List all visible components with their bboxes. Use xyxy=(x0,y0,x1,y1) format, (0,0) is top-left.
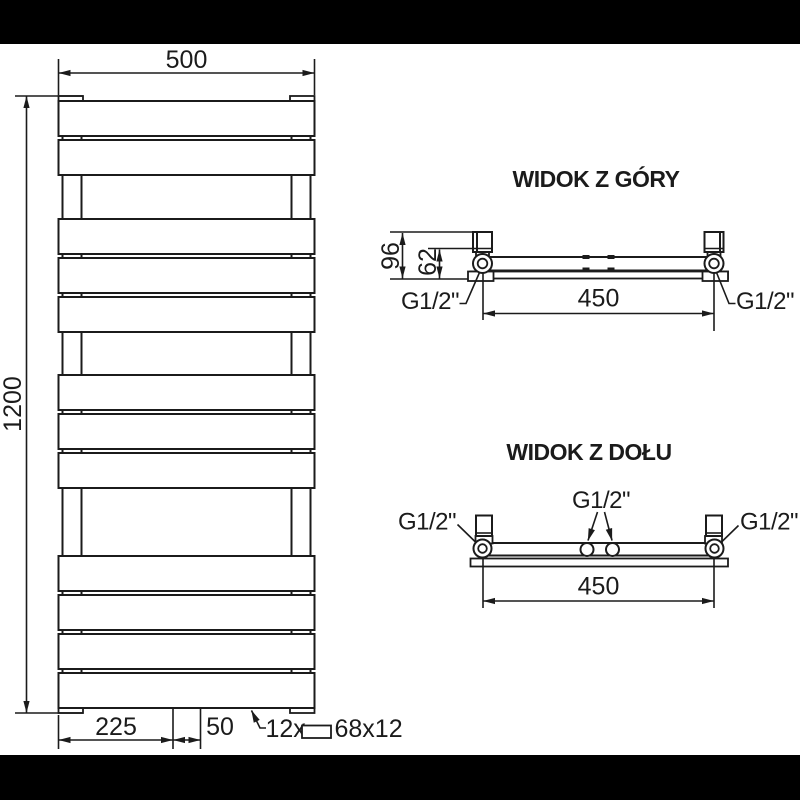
radiator-panel xyxy=(57,218,316,255)
profile-symbol-icon xyxy=(301,724,332,739)
top-valve-left xyxy=(472,231,493,274)
dimension-valve-depth-62: 62 xyxy=(414,247,473,279)
bottom-panel-edge xyxy=(469,557,729,568)
radiator-panel xyxy=(57,555,316,592)
radiator-panel xyxy=(57,374,316,411)
bottom-conn-labels: G1/2" G1/2" xyxy=(398,509,799,544)
dimension-bottom-connections: 225 50 xyxy=(57,708,234,749)
dimension-top-span-450: 450 xyxy=(482,272,715,331)
top-rail xyxy=(487,256,710,272)
top-view-title: WIDOK Z GÓRY xyxy=(513,165,680,192)
center-connection-port xyxy=(605,542,620,557)
radiator-panel xyxy=(57,452,316,489)
bottom-conn-center-label: G1/2" xyxy=(572,487,630,514)
bottom-valve-right xyxy=(704,514,725,559)
top-panel-edge xyxy=(469,270,729,280)
dim-conn-offset-label: 225 xyxy=(95,713,137,741)
radiator-panel xyxy=(57,139,316,176)
top-conn-left-label: G1/2" xyxy=(401,288,459,315)
dimension-bottom-span-450: 450 xyxy=(482,558,715,608)
bottom-conn-right-label: G1/2" xyxy=(740,509,798,536)
letterbox-top xyxy=(0,0,800,44)
center-conn-mark xyxy=(607,267,615,272)
bottom-view: WIDOK Z DOŁU G1/2" xyxy=(398,439,799,608)
profile-size-label: 68x12 xyxy=(335,715,403,743)
dim-top-span-label: 450 xyxy=(578,285,620,313)
radiator-panel xyxy=(57,672,316,709)
radiator-panel xyxy=(57,257,316,294)
radiator-panel xyxy=(57,413,316,450)
bottom-valve-left xyxy=(472,514,494,559)
dim-height-label: 1200 xyxy=(0,376,27,432)
center-conn-mark xyxy=(607,255,615,259)
dimension-height-1200: 1200 xyxy=(0,95,83,714)
radiator-panel xyxy=(57,100,316,137)
radiator-panel xyxy=(57,594,316,631)
letterbox-bottom xyxy=(0,755,800,800)
dim-conn-spacing-label: 50 xyxy=(206,713,234,741)
profile-callout: 12x 68x12 xyxy=(250,710,403,743)
radiator-panel xyxy=(57,633,316,670)
radiator-panels xyxy=(57,100,316,709)
top-valve-right xyxy=(703,231,725,274)
dim-depth-total-label: 96 xyxy=(377,242,405,270)
bottom-conn-center-callout: G1/2" xyxy=(572,487,631,541)
dim-bottom-span-label: 450 xyxy=(578,573,620,601)
top-view: WIDOK Z GÓRY xyxy=(377,165,795,331)
dimension-width-500: 500 xyxy=(57,46,316,95)
top-conn-labels: G1/2" G1/2" xyxy=(401,272,795,315)
dim-valve-depth-label: 62 xyxy=(414,248,442,276)
radiator-panel xyxy=(57,296,316,333)
bottom-rail xyxy=(487,542,710,557)
dimension-depth-96: 96 xyxy=(377,231,473,280)
front-view: 500 1200 225 50 12x xyxy=(0,46,403,749)
bottom-conn-left-label: G1/2" xyxy=(398,509,456,536)
top-conn-right-label: G1/2" xyxy=(736,288,794,315)
dim-width-label: 500 xyxy=(166,46,208,74)
profile-count-label: 12x xyxy=(266,715,307,743)
center-conn-mark xyxy=(582,267,590,272)
bottom-view-title: WIDOK Z DOŁU xyxy=(506,439,671,465)
center-conn-mark xyxy=(582,255,590,259)
center-connection-port xyxy=(579,542,595,557)
